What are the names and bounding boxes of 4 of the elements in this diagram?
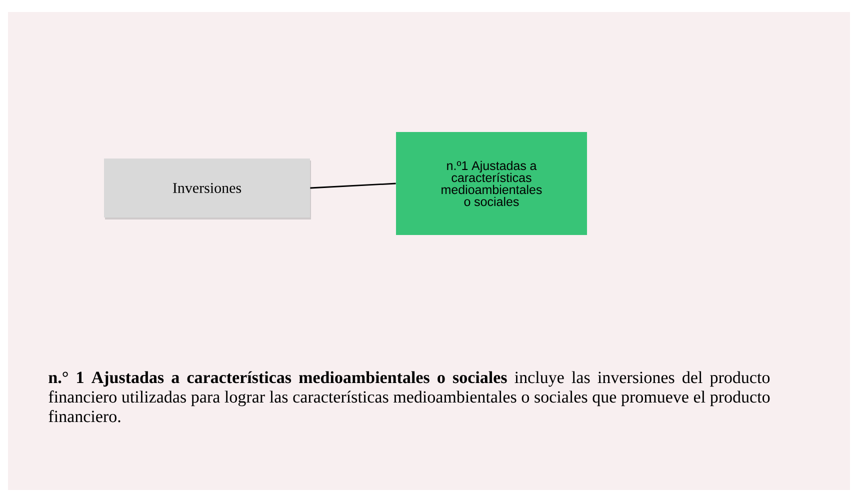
category-box: n.º1 Ajustadas a características medioambientales o sociales: [396, 132, 587, 235]
description-text: n.° 1 Ajustadas a características medioambientales o sociales incluye las inversiones del producto financiero utilizadas para lograr las características medioambientales o sociales que promueve el producto financiero.: [48, 371, 770, 422]
process-box: Inversiones: [104, 158, 311, 220]
connector-line: [310, 182, 396, 189]
